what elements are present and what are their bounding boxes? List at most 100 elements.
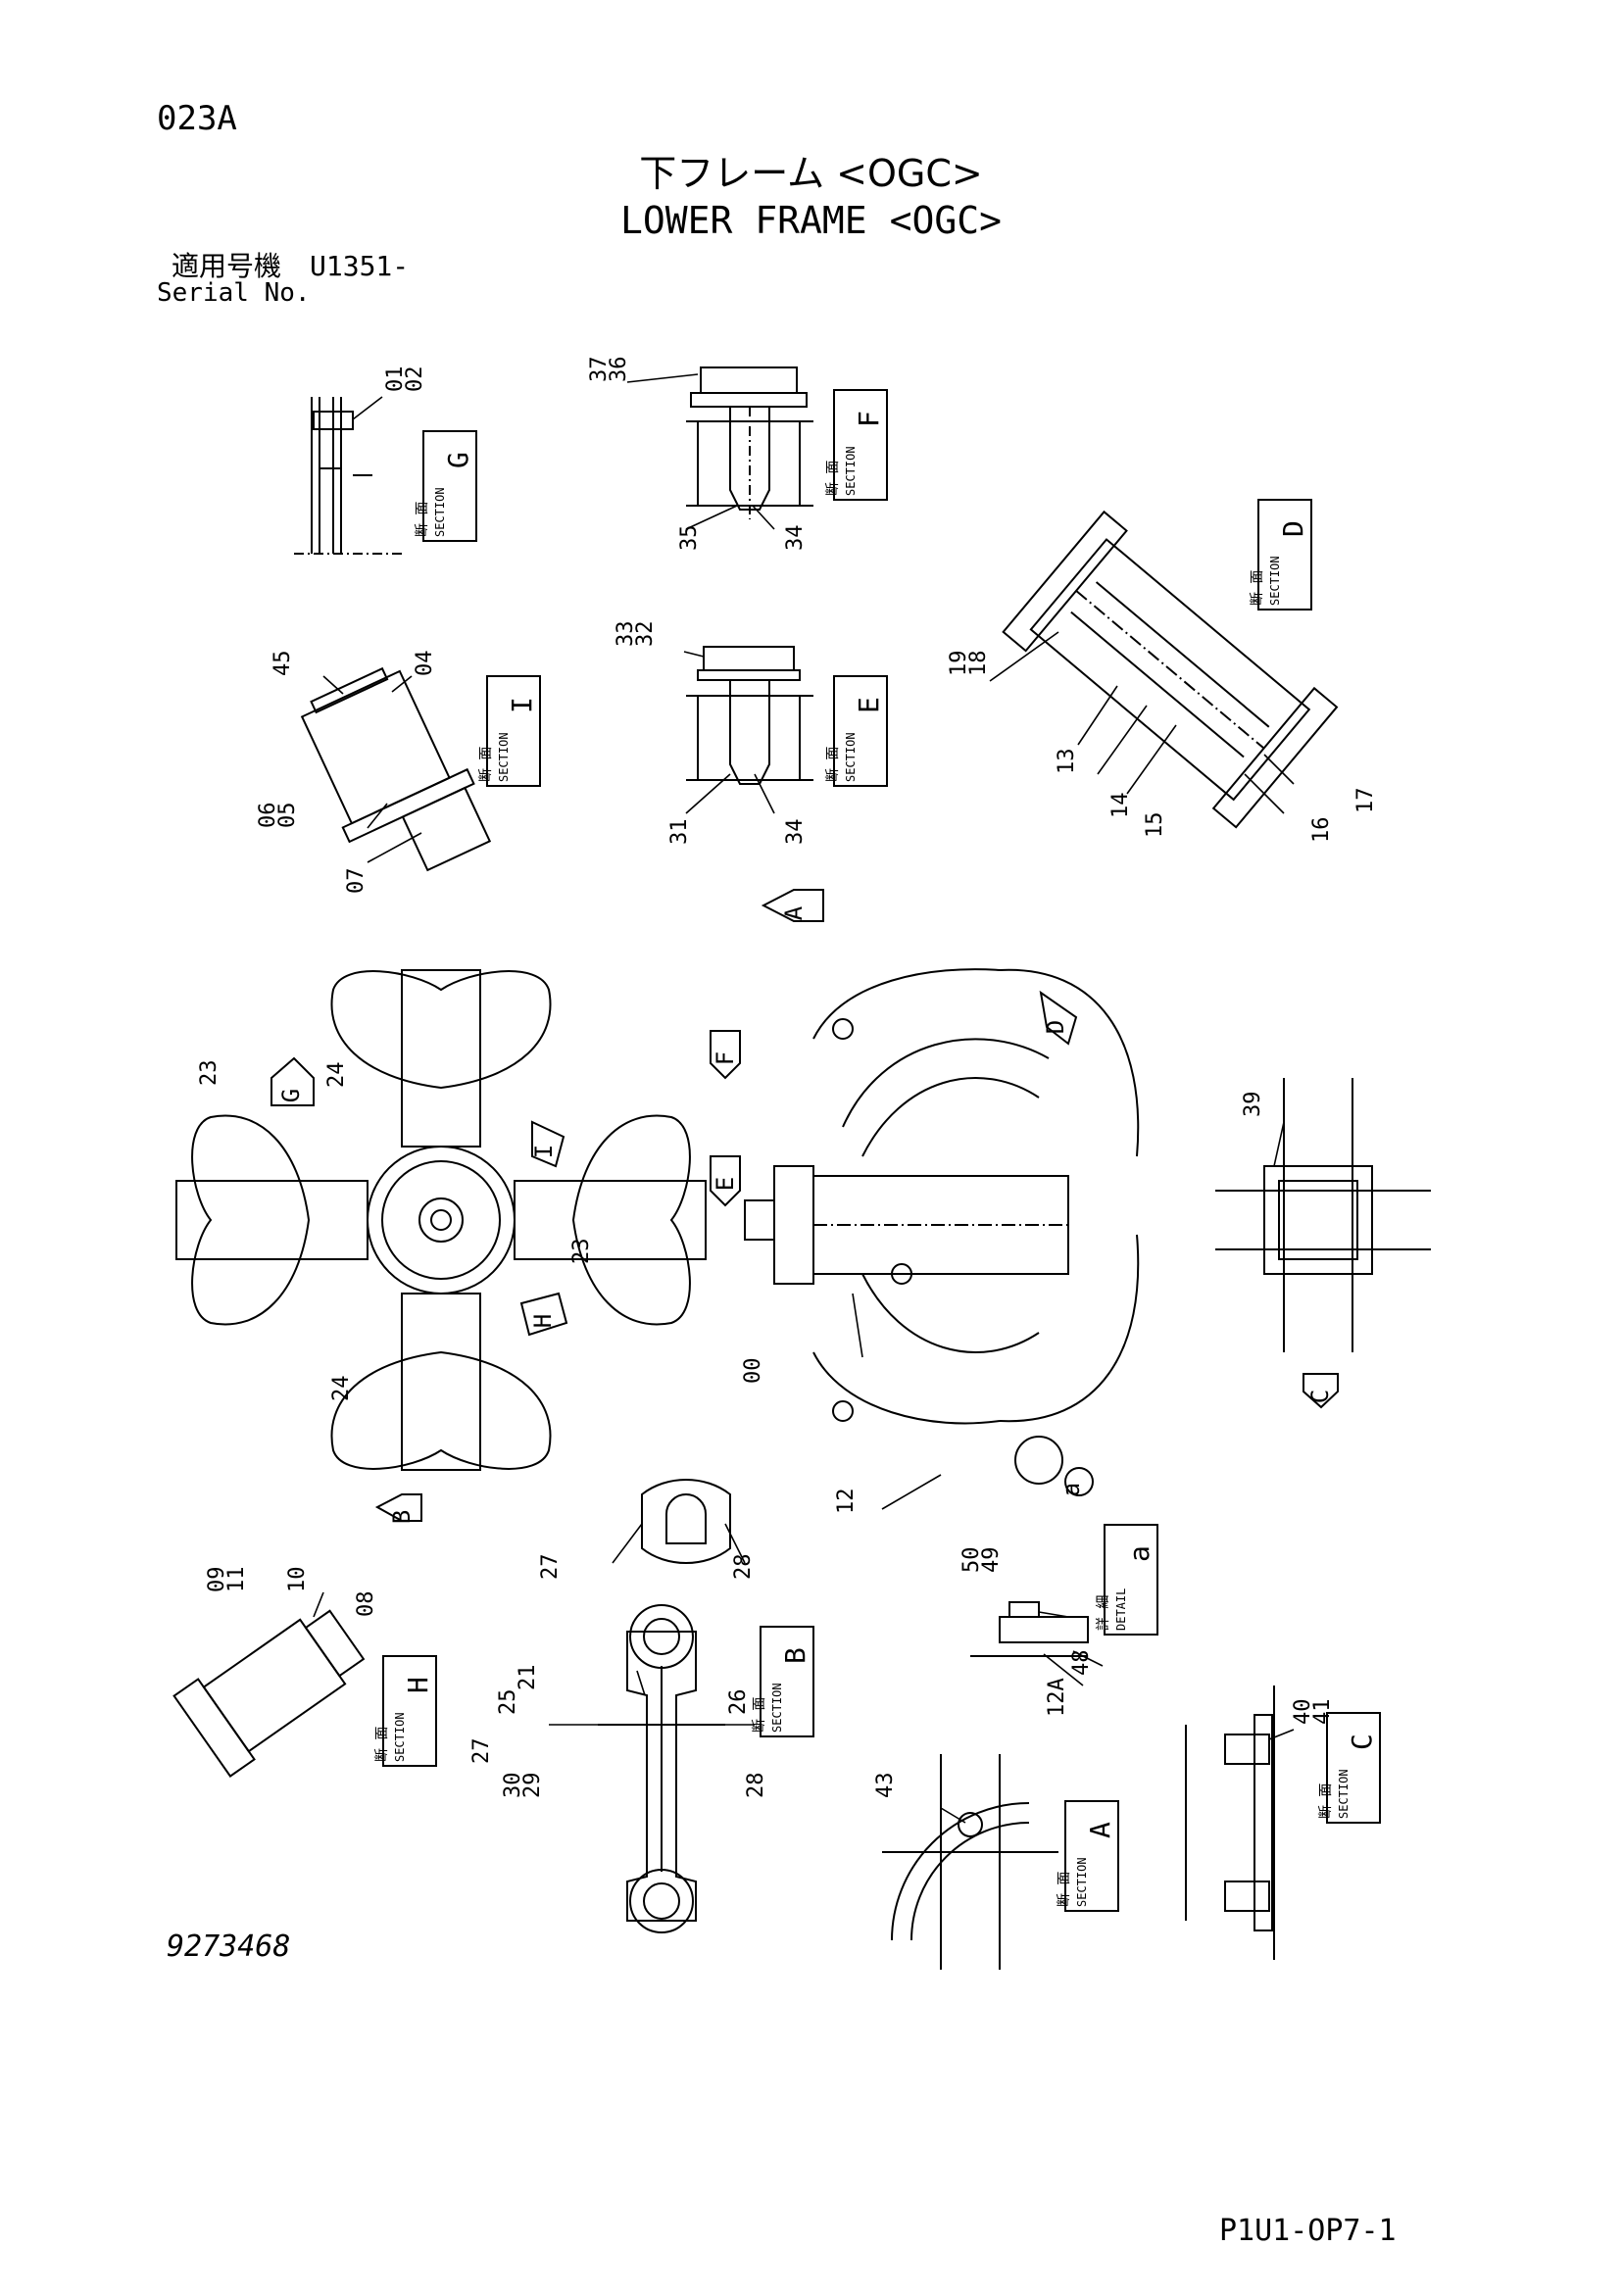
section-tag-jp: 断 面 [1250, 570, 1265, 606]
part-number-24: 24 [329, 1376, 354, 1402]
part-number-39: 39 [1241, 1092, 1265, 1118]
section-tag-jp: 断 面 [478, 747, 494, 782]
part-number-34: 34 [783, 525, 808, 552]
section-tag-en: SECTION [770, 1683, 784, 1733]
grab-side-view [744, 968, 1140, 1485]
view-arrow-label: C [1306, 1390, 1334, 1403]
section-tag-en: SECTION [1075, 1857, 1089, 1907]
section-tag-letter: H [402, 1677, 434, 1693]
section-tag-letter: a [1123, 1545, 1155, 1562]
section-tag-letter: B [779, 1647, 811, 1664]
section-tag-jp: 断 面 [374, 1727, 390, 1762]
part-number-26: 26 [726, 1689, 751, 1716]
part-number-09: 09 [205, 1567, 229, 1593]
drawing-number: 9273468 [167, 1930, 291, 1964]
section-f-view [686, 366, 813, 519]
part-number-18: 18 [966, 651, 991, 677]
section-b-view [598, 1604, 725, 1933]
part-number-17: 17 [1353, 788, 1378, 814]
view-arrow-label: a [1057, 1483, 1085, 1496]
section-tag-letter: F [853, 411, 885, 427]
view-arrow-label: B [388, 1510, 416, 1524]
part-number-48: 48 [1069, 1650, 1094, 1677]
view-arrow-shapes [270, 889, 1339, 1522]
section-tag-letter: C [1346, 1734, 1378, 1750]
detail-a-view [970, 1601, 1089, 1657]
part-number-33: 33 [614, 621, 638, 648]
view-arrow-label: F [712, 1051, 739, 1065]
section-39-view [1215, 1078, 1431, 1352]
view-arrow-label: E [712, 1177, 739, 1191]
section-tag-jp: 断 面 [1318, 1783, 1334, 1819]
section-tag-boxes [382, 389, 1381, 1912]
part-number-11: 11 [224, 1567, 249, 1593]
section-tag-letter: A [1084, 1822, 1116, 1838]
section-tag-letter: D [1277, 520, 1309, 537]
part-number-32: 32 [633, 621, 658, 648]
section-tag-jp: 断 面 [415, 502, 430, 537]
view-arrow-label: G [277, 1089, 305, 1102]
part-number-16: 16 [1309, 817, 1334, 844]
section-tag-en: SECTION [1268, 556, 1282, 606]
part-number-07: 07 [344, 868, 369, 895]
serial-value: U1351- [310, 250, 410, 282]
part-number-15: 15 [1143, 812, 1167, 839]
part-number-19: 19 [947, 651, 971, 677]
section-tag-en: SECTION [844, 446, 858, 496]
section-tag-jp: 断 面 [825, 747, 841, 782]
part-number-43: 43 [873, 1773, 898, 1799]
leader-lines [313, 373, 1295, 1824]
part-27-28-view [641, 1479, 731, 1564]
part-number-12: 12 [834, 1489, 859, 1515]
section-e-view [686, 646, 813, 785]
section-a-view [882, 1754, 1058, 1970]
part-number-28: 28 [731, 1554, 756, 1581]
part-number-08: 08 [354, 1591, 378, 1618]
section-c-view [1185, 1685, 1275, 1960]
section-tag-jp: 断 面 [825, 461, 841, 496]
part-number-36: 36 [607, 357, 631, 383]
part-number-35: 35 [677, 525, 702, 552]
part-number-27: 27 [469, 1738, 494, 1765]
section-h-view [172, 1609, 366, 1778]
view-arrow-label: H [529, 1314, 557, 1328]
part-number-13: 13 [1055, 749, 1079, 775]
page-title-en: LOWER FRAME <OGC> [620, 199, 1002, 242]
view-arrow-label: A [780, 905, 808, 920]
part-number-24: 24 [324, 1062, 349, 1089]
section-tag-en: DETAIL [1114, 1588, 1128, 1631]
part-number-06: 06 [256, 803, 280, 829]
part-number-28: 28 [744, 1773, 768, 1799]
part-number-01: 01 [383, 366, 408, 393]
section-i-view [300, 666, 492, 872]
part-number-21: 21 [516, 1665, 540, 1691]
section-tag-jp: 断 面 [1057, 1872, 1072, 1907]
page-code: 023A [157, 99, 237, 138]
part-number-05: 05 [275, 803, 300, 829]
serial-label-en: Serial No. [157, 278, 311, 308]
view-arrow-label: D [1042, 1020, 1069, 1034]
part-number-12A: 12A [1045, 1678, 1069, 1717]
part-number-25: 25 [496, 1689, 520, 1716]
part-number-27: 27 [538, 1554, 563, 1581]
section-tag-letter: I [506, 697, 538, 713]
part-number-31: 31 [667, 819, 692, 846]
part-number-14: 14 [1108, 793, 1133, 819]
part-number-29: 29 [520, 1773, 545, 1799]
part-number-30: 30 [501, 1773, 525, 1799]
part-number-00: 00 [741, 1358, 765, 1385]
lower-frame-plan-view [175, 969, 707, 1471]
part-number-10: 10 [285, 1567, 310, 1593]
part-number-49: 49 [979, 1547, 1004, 1574]
section-tag-letter: E [853, 697, 885, 713]
part-number-23: 23 [197, 1060, 221, 1087]
section-g-view [294, 397, 402, 555]
part-number-04: 04 [413, 651, 437, 677]
section-tag-jp: 断 面 [752, 1697, 767, 1733]
section-tag-en: SECTION [844, 732, 858, 782]
part-number-34: 34 [783, 819, 808, 846]
